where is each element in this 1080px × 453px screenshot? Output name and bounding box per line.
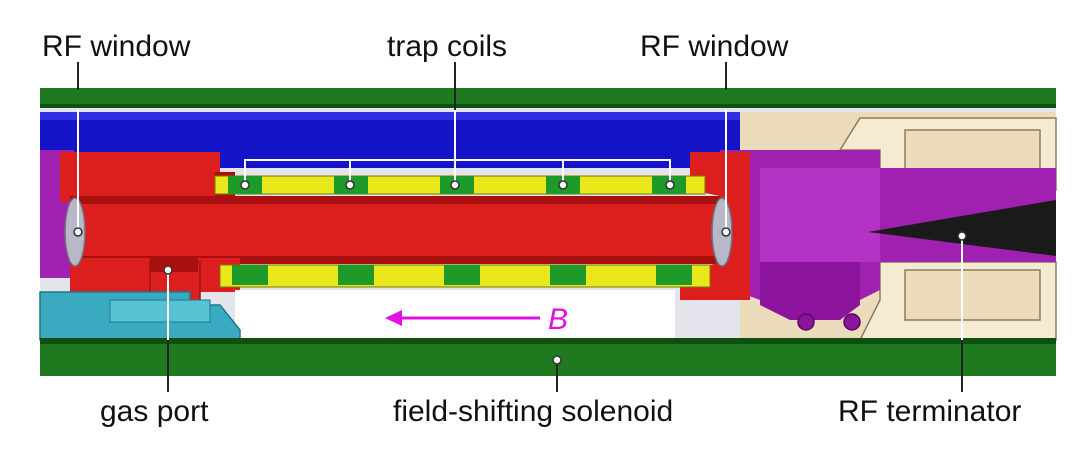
b-field-arrow-head bbox=[385, 310, 402, 326]
rf-terminator-bolt-1 bbox=[797, 313, 815, 331]
rf-terminator-bolt-2 bbox=[843, 313, 861, 331]
lower-coil-3 bbox=[444, 265, 480, 285]
lower-coil-1 bbox=[232, 265, 268, 285]
rf-terminator-flange bbox=[760, 262, 860, 320]
trap-coil-dot-1 bbox=[240, 180, 250, 190]
bottom-solenoid-shadow bbox=[40, 338, 1056, 344]
top-solenoid-shadow bbox=[40, 104, 1056, 109]
gas-port-grid bbox=[150, 258, 198, 272]
rf-shield-detail-4 bbox=[904, 269, 1041, 321]
label-gas-port: gas port bbox=[100, 395, 209, 428]
blue-electrode-highlight bbox=[40, 112, 740, 120]
label-rf-window-left: RF window bbox=[42, 30, 191, 63]
lower-bore-gap bbox=[235, 290, 675, 338]
solenoid-dot bbox=[552, 355, 562, 365]
lower-coil-2 bbox=[338, 265, 374, 285]
label-field-shifting-solenoid: field-shifting solenoid bbox=[393, 395, 673, 428]
trap-coil-dot-3 bbox=[450, 180, 460, 190]
gas-port-dot bbox=[163, 265, 173, 275]
b-field-label: B bbox=[548, 303, 568, 336]
terminator-cone bbox=[868, 200, 1056, 256]
bottom-solenoid-bar bbox=[40, 344, 1056, 376]
trap-coil-dot-5 bbox=[665, 180, 675, 190]
label-trap-coils: trap coils bbox=[387, 30, 507, 63]
label-rf-window-right: RF window bbox=[640, 30, 789, 63]
rf-terminator-dot bbox=[957, 231, 967, 241]
red-tube-body bbox=[70, 196, 740, 264]
red-tube-shade-bottom bbox=[70, 256, 740, 264]
rf-window-left-dot bbox=[73, 227, 83, 237]
top-solenoid-bar bbox=[40, 88, 1056, 106]
gas-line-detail bbox=[109, 299, 211, 323]
trap-coil-dot-4 bbox=[558, 180, 568, 190]
label-rf-terminator: RF terminator bbox=[838, 395, 1021, 428]
lower-coil-5 bbox=[656, 265, 692, 285]
trap-coils-bracket bbox=[244, 159, 671, 185]
red-tube-upper-shell bbox=[60, 152, 220, 202]
lower-coil-4 bbox=[550, 265, 586, 285]
red-tube-shade-top bbox=[70, 196, 740, 204]
rf-terminator-band bbox=[760, 168, 880, 262]
rf-window-right-dot bbox=[721, 227, 731, 237]
trap-coil-dot-2 bbox=[345, 180, 355, 190]
